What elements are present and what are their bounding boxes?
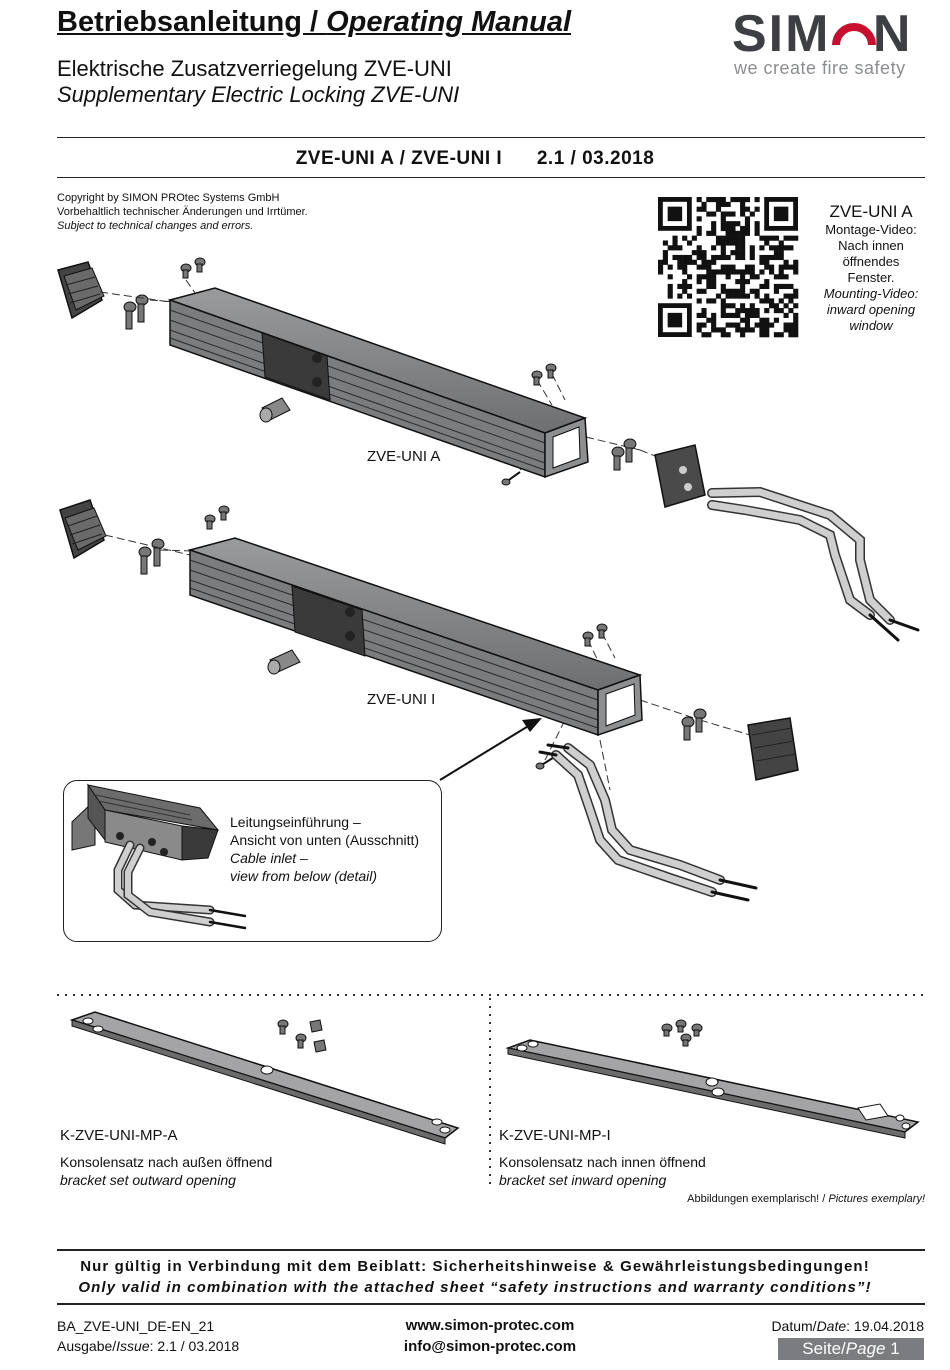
kit-desc-a: Konsolensatz nach außen öffnend bracket … [60, 1153, 272, 1189]
assembly-guides-i [104, 534, 751, 791]
disclaimer-de: Vorbehaltlich technischer Änderungen und… [57, 206, 308, 218]
label-zve-uni-i: ZVE-UNI I [367, 691, 436, 708]
date-line: Datum/Date: 19.04.2018 [771, 1318, 924, 1334]
pictures-exemplary-note: Abbildungen exemplarisch! / Pictures exe… [560, 1193, 925, 1205]
kit-code-a: K-ZVE-UNI-MP-A [60, 1127, 178, 1144]
logo-tagline: we create fire safety [734, 58, 906, 78]
footer-center: www.simon-protec.com info@simon-protec.c… [0, 1315, 950, 1357]
issue-en: Issue [116, 1338, 150, 1354]
kit-desc-a-en: bracket set outward opening [60, 1172, 236, 1188]
kit-code-i: K-ZVE-UNI-MP-I [499, 1127, 611, 1144]
title-de: Betriebsanleitung / [57, 6, 327, 38]
zve-uni-a-drawing [57, 257, 920, 642]
kit-desc-a-de: Konsolensatz nach außen öffnend [60, 1154, 273, 1170]
end-cap-left-a [57, 261, 105, 320]
screws-i-right [535, 623, 707, 770]
notice-de: Nur gültig in Verbindung mit dem Beiblat… [80, 1258, 870, 1275]
copyright-block: Copyright by SIMON PROtec Systems GmbH V… [57, 191, 308, 233]
bracket-plate-i [505, 1019, 920, 1139]
locking-pin-i [267, 649, 301, 675]
cables-a [707, 486, 920, 642]
qr-en-2: inward opening [826, 302, 916, 317]
header-rule-bottom [57, 177, 925, 178]
doc-id: BA_ZVE-UNI_DE-EN_21 [57, 1318, 215, 1334]
end-cap-left-i [59, 499, 107, 560]
pictures-note-en: Pictures exemplary! [828, 1193, 925, 1205]
model-version-line: ZVE-UNI A / ZVE-UNI I 2.1 / 03.2018 [295, 148, 655, 169]
detail-callout-box [63, 780, 442, 942]
disclaimer-en: Subject to technical changes and errors. [57, 220, 254, 232]
end-cap-right-i [747, 717, 799, 781]
callout-de-2: Ansicht von unten (Ausschnitt) [230, 832, 420, 848]
qr-de-3: öffnendes [842, 254, 900, 269]
title-en: Operating Manual [326, 6, 572, 38]
label-zve-uni-a: ZVE-UNI A [367, 448, 441, 465]
screws-a-left [123, 257, 206, 330]
copyright-line: Copyright by SIMON PROtec Systems GmbH [57, 192, 280, 204]
qr-de-1: Montage-Video: [825, 222, 917, 237]
screws-i-left [138, 505, 230, 575]
page-number: 1 [890, 1339, 900, 1358]
kit-desc-i: Konsolensatz nach innen öffnend bracket … [499, 1153, 706, 1189]
qr-en-1: Mounting-Video: [823, 286, 919, 301]
screws-a-right [501, 363, 637, 486]
cables-i [538, 743, 758, 902]
date-de: Datum [771, 1318, 813, 1334]
page-de: Seite [802, 1339, 842, 1358]
qr-de-4: Fenster. [847, 270, 895, 285]
subtitle-en: Supplementary Electric Locking ZVE-UNI [57, 82, 460, 107]
callout-arrow [439, 718, 542, 781]
bracket-plate-a [69, 1011, 460, 1145]
issue-value: : 2.1 / 03.2018 [149, 1338, 240, 1354]
kit-desc-i-de: Konsolensatz nach innen öffnend [499, 1154, 706, 1170]
callout-text: Leitungseinführung – Ansicht von unten (… [230, 813, 419, 885]
qr-en-3: window [849, 318, 893, 333]
footer-left: BA_ZVE-UNI_DE-EN_21 Ausgabe/Issue: 2.1 /… [57, 1316, 239, 1356]
page-en: Page [845, 1339, 886, 1358]
qr-title: ZVE-UNI A [829, 202, 913, 221]
kit-desc-i-en: bracket set inward opening [499, 1172, 667, 1188]
logo-word: SIMON [732, 5, 913, 63]
qr-de-2: Nach innen [838, 238, 904, 253]
issue-de: Ausgabe [57, 1338, 113, 1354]
qr-caption: ZVE-UNI A Montage-Video: Nach innen öffn… [812, 202, 930, 334]
issue-line: Ausgabe/Issue: 2.1 / 03.2018 [57, 1338, 240, 1354]
notice-en: Only valid in combination with the attac… [78, 1279, 872, 1296]
date-en: Date [816, 1318, 847, 1334]
end-cap-right-a [654, 444, 706, 508]
callout-de-1: Leitungseinführung – [230, 814, 361, 830]
pictures-note-de: Abbildungen exemplarisch! / [687, 1193, 829, 1205]
document-title: Betriebsanleitung / Operating Manual [57, 6, 571, 39]
locking-pin-a [259, 397, 291, 423]
email-link[interactable]: info@simon-protec.com [403, 1338, 577, 1355]
simon-logo: SIMON [732, 4, 912, 64]
callout-en-1: Cable inlet – [230, 850, 308, 866]
page-number-badge: Seite/Page 1 [778, 1338, 924, 1360]
date-value: : 19.04.2018 [846, 1318, 924, 1334]
callout-en-2: view from below (detail) [230, 868, 378, 884]
qr-code-icon[interactable] [658, 197, 799, 338]
assembly-guides-a [99, 279, 691, 471]
subtitle-de: Elektrische Zusatzverriegelung ZVE-UNI [57, 56, 452, 81]
header-rule-top [57, 137, 925, 138]
website-link[interactable]: www.simon-protec.com [405, 1317, 575, 1334]
